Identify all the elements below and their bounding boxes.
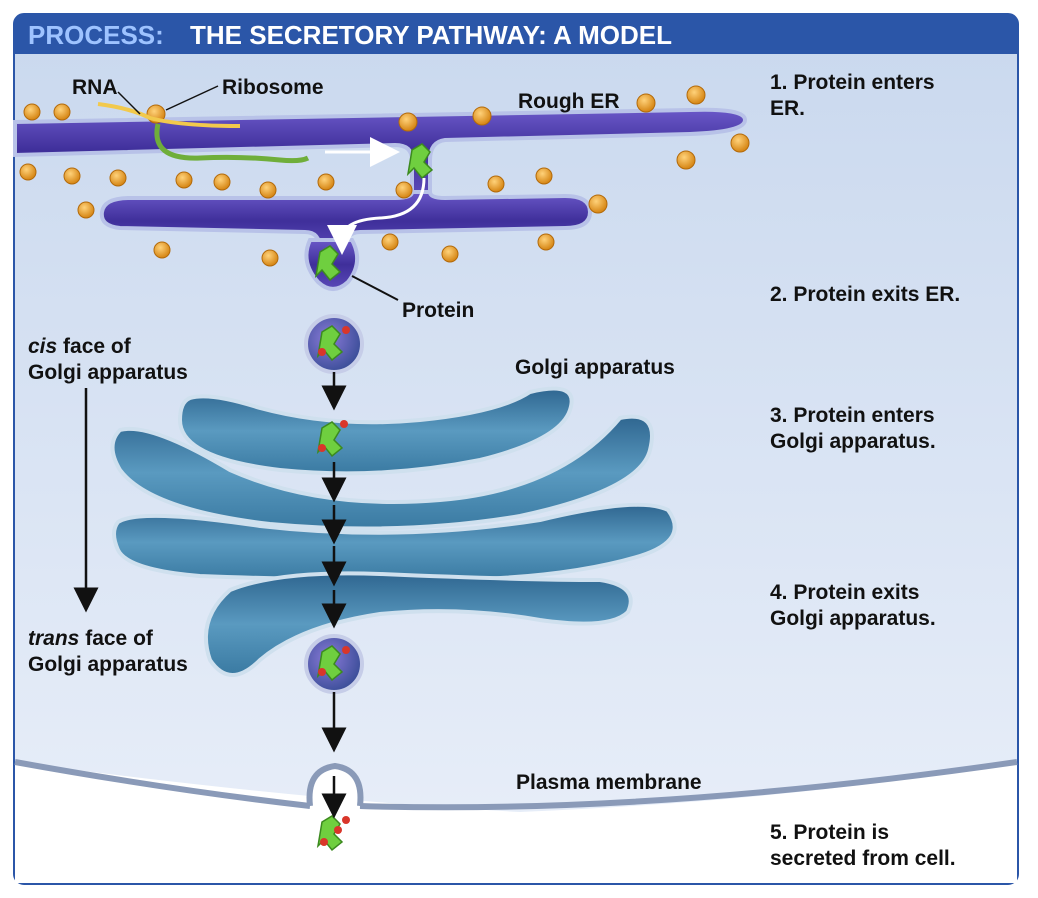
golgi-cis-cisterna xyxy=(177,386,574,476)
label-plasma-membrane: Plasma membrane xyxy=(516,771,702,794)
rough-er-lower xyxy=(99,190,593,252)
step-1-line2: ER. xyxy=(770,97,806,121)
title-main: THE SECRETORY PATHWAY: A MODEL xyxy=(190,20,673,50)
golgi-cisterna-3 xyxy=(112,502,677,583)
step-3-line2: Golgi apparatus. xyxy=(770,430,936,454)
label-golgi-apparatus: Golgi apparatus xyxy=(515,356,675,379)
label-rna: RNA xyxy=(72,76,118,99)
step-3-line1: 3. Protein enters xyxy=(770,404,935,427)
step-1-line1: 1. Protein enters xyxy=(770,71,935,94)
golgi-cisterna-2 xyxy=(110,414,654,531)
step-5-line2: secreted from cell. xyxy=(770,846,956,872)
step-4-line2: Golgi apparatus. xyxy=(770,607,936,631)
step-5-secreted: secreted xyxy=(770,847,857,871)
step-4: 4. Protein exits Golgi apparatus. xyxy=(770,580,936,633)
trans-rest: face of xyxy=(85,627,153,650)
golgi-trans-cisterna xyxy=(203,571,633,677)
label-trans-face: trans face of xyxy=(28,626,153,651)
title-bar xyxy=(14,14,1018,54)
label-cis-face: cis face of xyxy=(28,334,131,359)
step-2-line1: 2. Protein exits ER. xyxy=(770,283,961,306)
label-protein: Protein xyxy=(402,299,475,322)
step-2: 2. Protein exits ER. xyxy=(770,282,960,308)
trans-italic: trans xyxy=(28,627,80,650)
cis-rest: face of xyxy=(63,335,131,358)
cis-italic: cis xyxy=(28,335,58,358)
label-rough-er: Rough ER xyxy=(518,90,620,113)
protein-in-budding-vesicle xyxy=(314,245,342,282)
step-5: 5. Protein is secreted from cell. xyxy=(770,820,956,873)
rough-er-upper xyxy=(13,107,748,194)
step-5-line1: 5. Protein is xyxy=(770,821,890,844)
step-1: 1. Protein enters ER. xyxy=(770,70,935,123)
label-ribosome: Ribosome xyxy=(222,76,324,99)
step-4-line1: 4. Protein exits xyxy=(770,581,920,604)
label-trans-line2: Golgi apparatus xyxy=(28,653,188,676)
step-5-rest: from cell. xyxy=(862,847,956,871)
protein-in-er xyxy=(406,143,434,180)
label-cis-line2: Golgi apparatus xyxy=(28,361,188,384)
step-3: 3. Protein enters Golgi apparatus. xyxy=(770,403,936,456)
title-prefix: PROCESS: xyxy=(28,20,164,50)
